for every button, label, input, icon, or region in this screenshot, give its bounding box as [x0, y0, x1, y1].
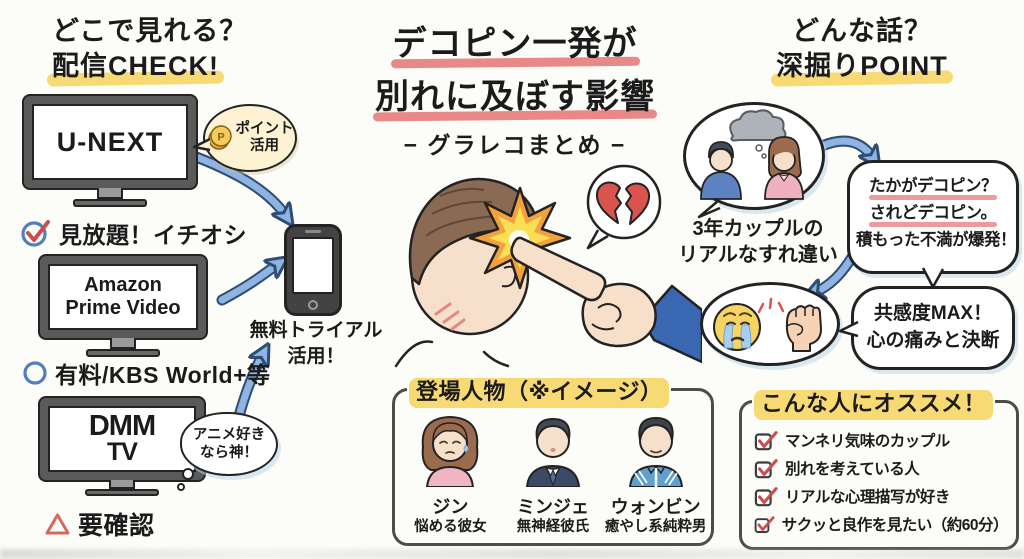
- recommend-item: マンネリ気味のカップル: [754, 429, 1008, 451]
- check-icon: [21, 220, 50, 247]
- checkbox-icon: [754, 516, 775, 533]
- arrow-couple-to-flick: [816, 135, 873, 158]
- left-header-line1: どこで見れる？: [52, 16, 248, 46]
- phone-caption-line1: 無料トライアル: [249, 320, 383, 341]
- service-name-prime-2: Prime Video: [65, 297, 181, 319]
- arrow-prime-to-phone: [216, 264, 278, 306]
- fist-icon: [785, 304, 822, 352]
- cast-member-minje: ミンジェ 無神経彼氏: [502, 407, 605, 536]
- page-title: デコピン一発が 別れに及ぼす影響 − グラレコまとめ −: [352, 16, 678, 160]
- triangle-icon: [45, 513, 70, 535]
- anime-bubble-line2: なら神！: [200, 445, 258, 461]
- broken-heart-icon: [595, 181, 651, 225]
- cast-name: ウォンビン: [610, 497, 701, 517]
- cast-name: ミンジェ: [517, 497, 589, 517]
- phone-caption-line2: 活用！: [287, 345, 345, 367]
- avatar-minje: [525, 417, 581, 488]
- tv-unext-icon: U-NEXT: [24, 96, 196, 207]
- cast-role: 癒やし系純粋男: [604, 519, 707, 535]
- cast-box-title: 登場人物（※イメージ）: [407, 374, 672, 408]
- cast-box: 登場人物（※イメージ） ジン 悩める彼女: [392, 374, 714, 546]
- point-bubble: P ポイント 活用: [192, 104, 297, 172]
- right-header-line2: 深掘りPOINT: [776, 49, 948, 84]
- recommend-item: リアルな心理描写が好き: [754, 485, 1008, 507]
- recommend-box-title: こんな人にオススメ！: [752, 386, 996, 420]
- point-bubble-line1: ポイント: [235, 120, 294, 137]
- crying-bubble: [700, 282, 840, 366]
- service-name-dmm-1: DMM: [88, 410, 156, 443]
- svg-text:P: P: [217, 132, 224, 144]
- flicking-hand: [510, 236, 702, 364]
- anime-bubble-line1: アニメ好き: [192, 426, 266, 443]
- prime-note: 有料/KBS World+等: [55, 362, 271, 388]
- service-name-unext: U-NEXT: [56, 126, 164, 157]
- dmm-note: 要確認: [78, 512, 155, 540]
- cast-member-jin: ジン 悩める彼女: [399, 407, 502, 536]
- recommend-box: こんな人にオススメ！ マンネリ気味のカップル 別れを考えている人 リアルな心理描…: [739, 386, 1019, 550]
- recommend-item: サクッと良作を見たい（約60分）: [754, 513, 1009, 535]
- empathy-line1: 共感度MAX！: [873, 303, 993, 325]
- couple-caption-line1: 3年カップルの: [692, 218, 824, 240]
- rain-cloud-icon: [729, 109, 787, 159]
- cast-role: 悩める彼女: [414, 519, 487, 535]
- left-header-line2: 配信CHECK!: [52, 49, 219, 84]
- avatar-wonbin: [628, 416, 683, 488]
- right-section-header: どんな話？ 深掘りPOINT: [742, 14, 982, 84]
- prime-note-row: 有料/KBS World+等: [22, 356, 271, 390]
- checkbox-icon: [754, 431, 778, 451]
- cast-role: 無神経彼氏: [516, 519, 590, 535]
- title-line2: 別れに及ぼす影響: [375, 69, 655, 118]
- recommend-item: 別れを考えている人: [754, 457, 1008, 479]
- point-coin-icon: P: [207, 125, 232, 150]
- avatar-jin: [422, 415, 479, 488]
- cast-name: ジン: [432, 497, 469, 517]
- tv-prime-icon: Amazon Prime Video: [40, 256, 206, 357]
- couple-caption: 3年カップルの リアルなすれ違い: [666, 216, 850, 268]
- flick-line2: されどデコピン。: [869, 200, 997, 228]
- dmm-note-row: 要確認: [44, 506, 155, 542]
- right-header-line1: どんな話？: [792, 16, 932, 46]
- bottom-smudge: [0, 549, 1024, 559]
- broken-heart-bubble: [586, 164, 662, 250]
- service-name-dmm-2: TV: [107, 437, 138, 466]
- unext-note-row: 見放題！イチオシ: [20, 216, 247, 250]
- unext-note: 見放題！イチオシ: [59, 222, 247, 248]
- phone-caption: 無料トライアル 活用！: [246, 318, 386, 369]
- checkbox-icon: [754, 487, 778, 507]
- smartphone-icon: [284, 224, 342, 316]
- cast-member-wonbin: ウォンビン 癒やし系純粋男: [604, 407, 707, 536]
- couple-bubble: [683, 102, 825, 219]
- crying-face-icon: [713, 303, 761, 351]
- title-line1: デコピン一発が: [393, 16, 638, 65]
- couple-man: [700, 141, 742, 200]
- empathy-line2: 心の痛みと決断: [866, 330, 1000, 351]
- flick-bubble: たかがデコピン？ されどデコピン。 積もった不満が爆発！: [847, 160, 1019, 289]
- flick-line1: たかがデコピン？: [869, 173, 998, 201]
- forehead-flick-illustration: [394, 164, 702, 368]
- point-bubble-line2: 活用: [250, 138, 279, 154]
- left-section-header: どこで見れる？ 配信CHECK!: [52, 14, 247, 84]
- anime-thought-bubble: アニメ好き なら神！: [177, 412, 278, 491]
- service-name-prime-1: Amazon: [84, 274, 162, 296]
- circle-icon: [23, 361, 47, 385]
- couple-woman: [764, 136, 804, 200]
- couple-illustration: [700, 109, 804, 200]
- couple-caption-line2: リアルなすれ違い: [678, 244, 838, 266]
- tv-dmm-icon: DMM TV: [40, 398, 204, 496]
- flick-line3: 積もった不満が爆発！: [856, 231, 1017, 250]
- crying-illustration: [713, 297, 822, 352]
- empathy-bubble: 共感度MAX！ 心の痛みと決断: [838, 286, 1015, 370]
- page-subtitle: − グラレコまとめ −: [403, 132, 627, 158]
- emphasis-marks: [757, 297, 785, 314]
- checkbox-icon: [754, 459, 778, 479]
